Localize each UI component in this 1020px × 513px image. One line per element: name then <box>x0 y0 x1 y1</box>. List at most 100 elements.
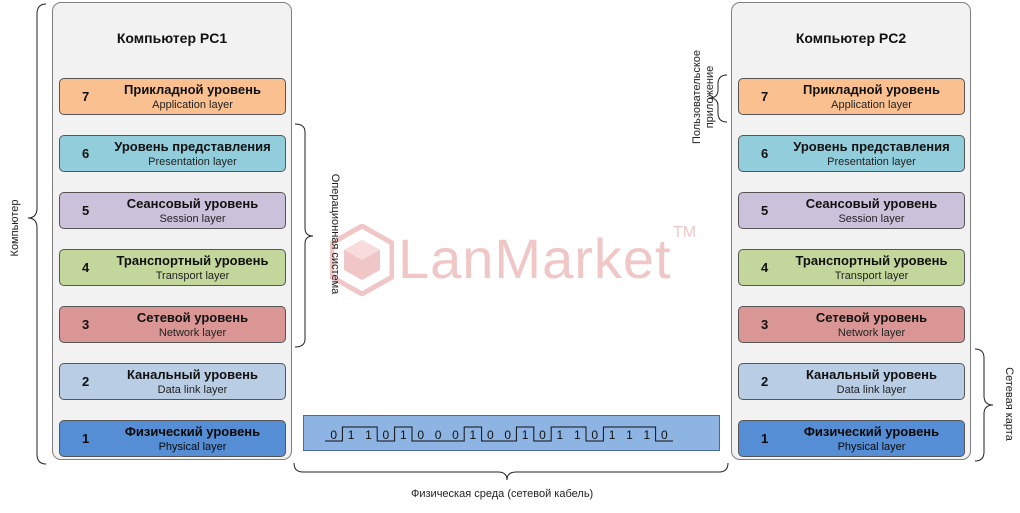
watermark-text: LanMarket <box>398 227 672 290</box>
layer-number: 7 <box>761 89 769 104</box>
computer-pc2: Компьютер PC2 7 Прикладной уровень Appli… <box>731 2 971 460</box>
layer-name-ru: Уровень представления <box>114 139 271 154</box>
layer-number: 6 <box>761 146 769 161</box>
layer-number: 5 <box>82 203 90 218</box>
bit-value: 1 <box>557 428 564 442</box>
pc1-layer-5: 5 Сеансовый уровень Session layer <box>59 192 286 229</box>
layer-name-en: Application layer <box>152 99 233 111</box>
network-card-brace <box>974 348 994 462</box>
layer-number: 2 <box>82 374 90 389</box>
pc1-title: Компьютер PC1 <box>116 30 228 46</box>
signal-waveform <box>325 426 673 442</box>
os-brace <box>294 123 314 348</box>
pc2-layer-1: 1 Физический уровень Physical layer <box>738 420 965 457</box>
layer-name-en: Data link layer <box>157 384 228 396</box>
layer-name-en: Network layer <box>158 327 227 339</box>
pc2-layer-6: 6 Уровень представления Presentation lay… <box>738 135 965 172</box>
pc1-layer-6: 6 Уровень представления Presentation lay… <box>59 135 286 172</box>
layer-name-ru: Сеансовый уровень <box>126 196 259 211</box>
layer-number: 3 <box>761 317 769 332</box>
layer-name-en: Transport layer <box>155 270 230 282</box>
bit-value: 0 <box>487 428 494 442</box>
user-app-brace <box>708 74 728 123</box>
user-app-label: Пользовательское приложение <box>691 42 717 152</box>
bit-value: 1 <box>644 428 651 442</box>
layer-number: 1 <box>82 431 90 446</box>
bit-value: 1 <box>609 428 616 442</box>
medium-brace <box>293 462 729 481</box>
lanmarket-watermark: LanMarket TM <box>329 223 710 304</box>
user-app-label-line1: Пользовательское <box>691 49 703 145</box>
layer-name-en: Session layer <box>838 213 905 225</box>
os-label: Операционная система <box>329 173 341 295</box>
bit-value: 1 <box>470 428 477 442</box>
layer-number: 4 <box>761 260 769 275</box>
pc1-layer-7: 7 Прикладной уровень Application layer <box>59 78 286 115</box>
layer-name-ru: Сеансовый уровень <box>805 196 938 211</box>
layer-number: 6 <box>82 146 90 161</box>
bit-value: 0 <box>417 428 424 442</box>
layer-number: 4 <box>82 260 90 275</box>
layer-number: 1 <box>761 431 769 446</box>
layer-name-en: Transport layer <box>834 270 909 282</box>
bit-value: 1 <box>348 428 355 442</box>
pc1-layer-4: 4 Транспортный уровень Transport layer <box>59 249 286 286</box>
pc2-layer-3: 3 Сетевой уровень Network layer <box>738 306 965 343</box>
layer-name-en: Presentation layer <box>827 156 916 168</box>
bit-value: 0 <box>435 428 442 442</box>
bit-value: 1 <box>626 428 633 442</box>
computer-label: Компьютер <box>9 199 21 257</box>
bit-value: 0 <box>539 428 546 442</box>
layer-name-en: Data link layer <box>836 384 907 396</box>
computer-brace <box>27 3 47 465</box>
layer-name-en: Application layer <box>831 99 912 111</box>
bit-value: 0 <box>504 428 511 442</box>
user-app-label-line2: приложение <box>704 65 716 129</box>
computer-pc1: Компьютер PC1 7 Прикладной уровень Appli… <box>52 2 292 460</box>
layer-name-en: Physical layer <box>158 441 227 453</box>
layer-name-ru: Прикладной уровень <box>803 82 940 97</box>
bit-value: 0 <box>452 428 459 442</box>
watermark-tm: TM <box>673 224 697 241</box>
bit-value: 0 <box>591 428 598 442</box>
layer-name-ru: Канальный уровень <box>805 367 938 382</box>
layer-name-ru: Физический уровень <box>803 424 940 439</box>
layer-name-en: Network layer <box>837 327 906 339</box>
bit-value: 0 <box>383 428 390 442</box>
layer-number: 7 <box>82 89 90 104</box>
bit-value: 1 <box>574 428 581 442</box>
bit-value: 1 <box>365 428 372 442</box>
layer-name-ru: Физический уровень <box>124 424 261 439</box>
layer-number: 5 <box>761 203 769 218</box>
pc1-layer-1: 1 Физический уровень Physical layer <box>59 420 286 457</box>
layer-name-ru: Сетевой уровень <box>136 310 249 325</box>
layer-name-en: Physical layer <box>837 441 906 453</box>
layer-name-ru: Прикладной уровень <box>124 82 261 97</box>
bit-value: 0 <box>661 428 668 442</box>
bit-value: 0 <box>330 428 337 442</box>
layer-name-en: Session layer <box>159 213 226 225</box>
layer-name-en: Presentation layer <box>148 156 237 168</box>
layer-name-ru: Уровень представления <box>793 139 950 154</box>
pc1-layer-3: 3 Сетевой уровень Network layer <box>59 306 286 343</box>
pc2-layer-4: 4 Транспортный уровень Transport layer <box>738 249 965 286</box>
pc1-layer-2: 2 Канальный уровень Data link layer <box>59 363 286 400</box>
medium-label: Физическая среда (сетевой кабель) <box>411 488 594 500</box>
pc2-layer-5: 5 Сеансовый уровень Session layer <box>738 192 965 229</box>
network-card-label: Сетевая карта <box>1003 367 1015 441</box>
layer-number: 2 <box>761 374 769 389</box>
bit-value: 1 <box>400 428 407 442</box>
layer-number: 3 <box>82 317 90 332</box>
pc2-layer-7: 7 Прикладной уровень Application layer <box>738 78 965 115</box>
pc2-title: Компьютер PC2 <box>795 30 907 46</box>
bit-value: 1 <box>522 428 529 442</box>
layer-name-ru: Транспортный уровень <box>795 253 948 268</box>
pc2-layer-2: 2 Канальный уровень Data link layer <box>738 363 965 400</box>
layer-name-ru: Транспортный уровень <box>116 253 269 268</box>
layer-name-ru: Канальный уровень <box>126 367 259 382</box>
layer-name-ru: Сетевой уровень <box>815 310 928 325</box>
lanmarket-logo-icon <box>329 223 395 297</box>
